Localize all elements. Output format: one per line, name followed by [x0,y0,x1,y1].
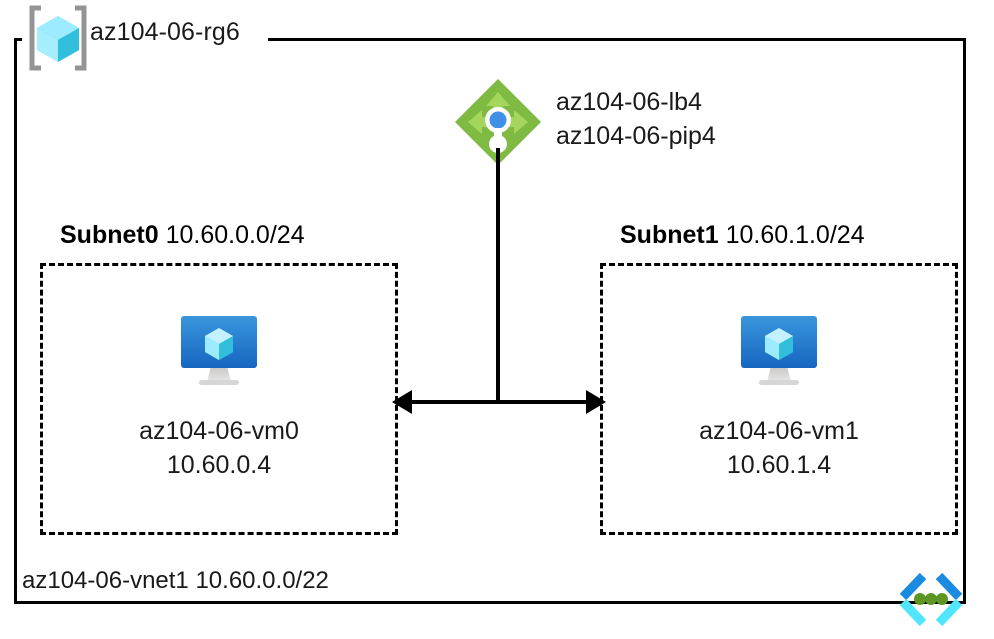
load-balancer-connector-line [496,148,500,402]
vnet-label: az104-06-vnet1 10.60.0.0/22 [22,567,329,594]
vm0-block: az104-06-vm0 10.60.0.4 [40,310,398,482]
vm1-ip: 10.60.1.4 [726,451,832,479]
virtual-machine-icon [181,316,257,385]
connector-arrow-right-icon [586,390,606,414]
subnet0-name: Subnet0 [60,221,159,249]
resource-group-border-top-left [14,38,22,41]
vm0-text: az104-06-vm0 10.60.0.4 [40,414,398,482]
resource-group-border-right [963,38,966,604]
virtual-network-icon [899,572,963,627]
public-ip-name-label: az104-06-pip4 [556,122,716,150]
virtual-machine-icon [741,316,817,385]
resource-group-border-bottom [14,601,966,604]
resource-group-cube-icon [29,5,87,71]
subnet1-cidr: 10.60.1.0/24 [725,221,865,249]
resource-group-label: az104-06-rg6 [90,18,240,46]
resource-group-border-top-right [268,38,966,41]
subnet0-title: Subnet0 10.60.0.0/24 [60,221,305,250]
vm1-text: az104-06-vm1 10.60.1.4 [600,414,958,482]
load-balancer-labels: az104-06-lb4 az104-06-pip4 [556,85,716,153]
load-balancer-icon [455,79,541,165]
connector-arrow-left-icon [392,390,412,414]
vm0-name: az104-06-vm0 [139,417,299,445]
vm0-ip: 10.60.0.4 [166,451,272,479]
subnet1-title: Subnet1 10.60.1.0/24 [620,221,865,250]
vm1-name: az104-06-vm1 [699,417,859,445]
vm1-block: az104-06-vm1 10.60.1.4 [600,310,958,482]
subnet0-cidr: 10.60.0.0/24 [165,221,305,249]
subnet-connector-line [398,400,600,404]
load-balancer-name-label: az104-06-lb4 [556,88,702,116]
resource-group-border-left [14,38,17,604]
subnet1-name: Subnet1 [620,221,719,249]
